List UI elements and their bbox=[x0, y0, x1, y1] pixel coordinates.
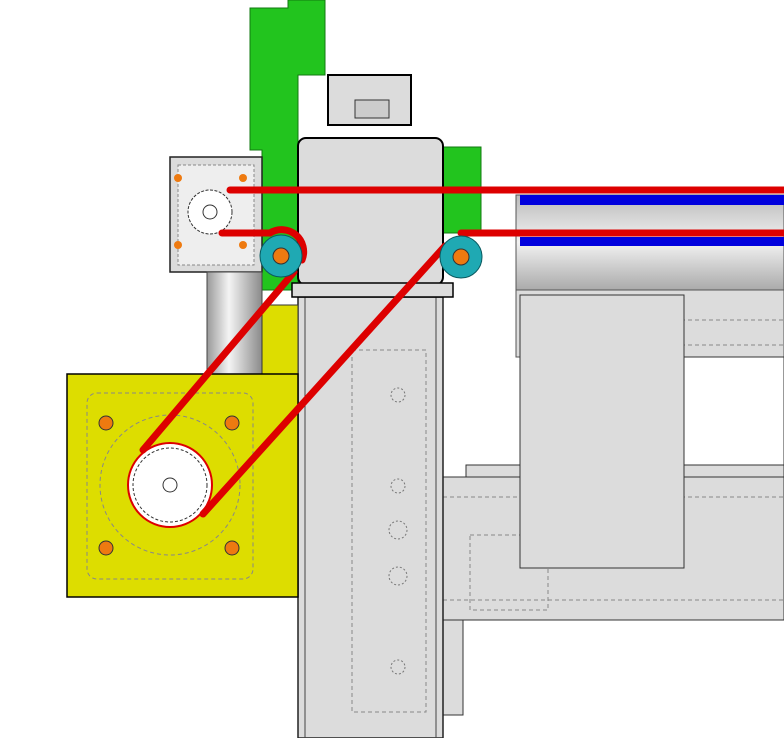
rail-band-bottom bbox=[520, 237, 784, 246]
vertical-column bbox=[297, 296, 444, 738]
rail-band-top bbox=[520, 195, 784, 205]
bolt bbox=[98, 540, 114, 556]
motor-plate bbox=[66, 304, 299, 598]
carriage-plate bbox=[519, 294, 685, 569]
small-motor bbox=[169, 156, 263, 273]
bolt bbox=[224, 415, 240, 431]
carriage-block bbox=[291, 74, 454, 298]
window bbox=[683, 356, 784, 466]
bolt bbox=[98, 415, 114, 431]
idler-right bbox=[439, 235, 483, 279]
idler-left bbox=[259, 234, 303, 278]
bolt bbox=[224, 540, 240, 556]
timing-belt bbox=[139, 186, 784, 518]
